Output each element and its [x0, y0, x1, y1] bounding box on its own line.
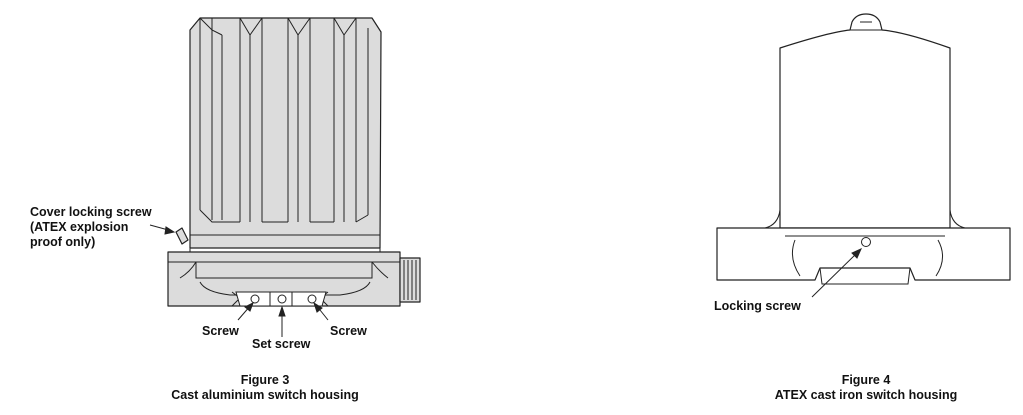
- figure4-caption: ATEX cast iron switch housing: [774, 388, 958, 402]
- cover-locking-screw-label-line3: proof only): [30, 235, 96, 249]
- cover-locking-screw-label-line2: (ATEX explosion: [30, 220, 129, 234]
- figure3-caption: Cast aluminium switch housing: [171, 388, 359, 402]
- figure4-number: Figure 4: [841, 373, 891, 387]
- set-screw-label: Set screw: [252, 337, 311, 351]
- figure3-number: Figure 3: [240, 373, 290, 387]
- screw-right-label: Screw: [330, 324, 367, 338]
- cover-locking-screw-label-line1: Cover locking screw: [30, 205, 152, 219]
- screw-left-label: Screw: [202, 324, 239, 338]
- locking-screw-label: Locking screw: [714, 299, 801, 313]
